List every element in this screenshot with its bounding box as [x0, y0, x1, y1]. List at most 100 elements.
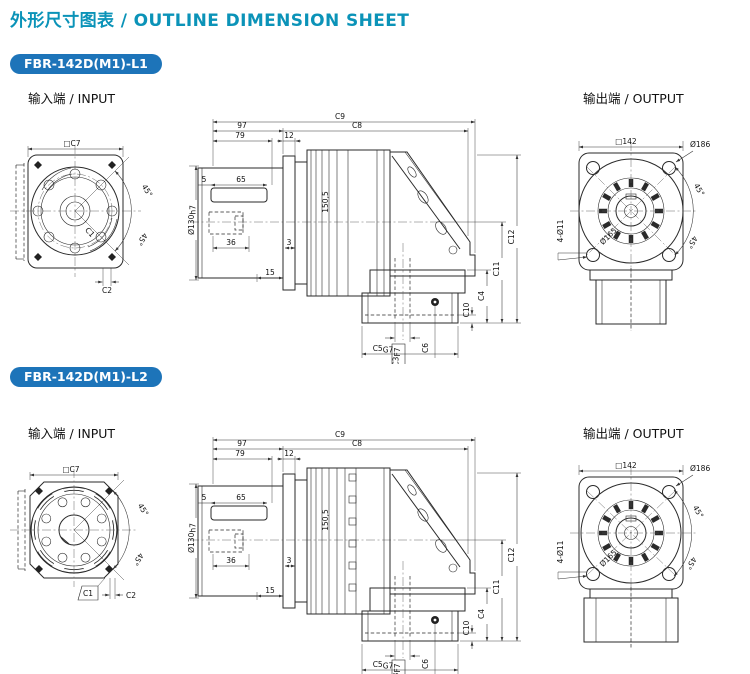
dim-label-angle-top: 45°: [140, 183, 155, 199]
dim-label-angle-top: 45°: [691, 504, 706, 520]
dim-label-15: 15: [265, 268, 275, 277]
dim-label-body-height: 150,5: [321, 509, 330, 531]
dimension-97-c8: 97 C8: [212, 439, 469, 554]
output-flange: [361, 243, 466, 340]
dim-label-142: □142: [615, 137, 637, 146]
dim-label-angle-bottom: 45°: [685, 234, 700, 250]
dim-label-angle-bottom: 45°: [131, 551, 146, 567]
dimension-c9: C9: [212, 112, 476, 253]
coupling-hidden-lines: [15, 163, 25, 261]
dim-label-angle-top: 45°: [136, 502, 151, 518]
side-view-drawing-l1: 150,5 C9 97 C8 79 12: [187, 112, 521, 364]
svg-text:Ø130h7: Ø130h7: [187, 205, 198, 235]
dim-label-angle-top: 45°: [692, 182, 707, 198]
output-view-drawing-l2: □142 Ø186 45° 45° 4-Ø11 Ø165: [556, 461, 710, 649]
dimension-79-12: 79 12: [212, 449, 301, 503]
dim-label-c7: □C7: [63, 139, 80, 148]
stage-bolts: [348, 468, 385, 614]
dim-label-c12: C12: [507, 229, 516, 244]
dim-label-c7: □C7: [62, 465, 79, 474]
dimension-square-142: □142: [578, 137, 684, 151]
page-title: 外形尺寸图表 / OUTLINE DIMENSION SHEET: [10, 11, 410, 31]
input-shaft-block: [197, 485, 284, 597]
model-badge-label: FBR-142D(M1)-L2: [10, 367, 162, 387]
dimension-5-65: 5 65: [198, 493, 268, 505]
centerlines: [10, 145, 141, 277]
svg-text:C5G7: C5G7: [373, 344, 394, 355]
dimension-c10: C10: [457, 620, 476, 649]
motor-flange-plate: [282, 473, 308, 609]
screws: [41, 497, 107, 563]
corner-clamps: [34, 161, 116, 261]
dim-label-36: 36: [226, 556, 236, 565]
dim-label-c4: C4: [477, 609, 486, 619]
right-angle-head: [390, 469, 476, 595]
dim-label-97: 97: [237, 121, 247, 130]
side-view-drawing-l2: 150,5 C9 97 C8 79 12: [187, 430, 521, 674]
dim-label-c1: C1: [83, 226, 97, 240]
dim-label-c12: C12: [507, 547, 516, 562]
dimension-c9: C9: [212, 430, 476, 571]
dim-label-c11: C11: [492, 579, 501, 594]
dim-label-c1: C1: [83, 589, 93, 598]
input-shaft-block: [197, 167, 284, 279]
output-view-title-l1: 输出端 / OUTPUT: [583, 91, 684, 106]
dimension-79-12: 79 12: [212, 131, 301, 185]
output-view-title-l2: 输出端 / OUTPUT: [583, 426, 684, 441]
gearbox-body: [306, 149, 391, 297]
svg-text:C5G7: C5G7: [373, 660, 394, 671]
dimension-holes: 4-Ø11: [556, 219, 588, 261]
dim-label-angle-bottom: 45°: [135, 231, 150, 247]
dim-label-c2: C2: [126, 591, 136, 600]
dimension-c12: C12: [460, 472, 521, 642]
dim-label-c8: C8: [352, 121, 362, 130]
dimension-c6: C6: [421, 624, 436, 674]
dimension-36-3: 36 3: [212, 236, 296, 252]
dimension-c3: C3F7: [385, 640, 420, 674]
dim-label-65: 65: [236, 493, 246, 502]
dim-label-4xd11: 4-Ø11: [556, 540, 565, 563]
dim-label-c6: C6: [421, 343, 430, 353]
dim-label-97: 97: [237, 439, 247, 448]
dim-label-c8: C8: [352, 439, 362, 448]
dim-label-c9: C9: [335, 430, 345, 439]
dim-label-body-height: 150,5: [321, 191, 330, 213]
dim-label-5: 5: [202, 493, 207, 502]
dimension-c4: C4: [467, 269, 491, 324]
dim-label-15: 15: [265, 586, 275, 595]
dimension-square-c7: □C7: [29, 465, 119, 480]
dim-label-angle-bottom: 45°: [684, 555, 699, 571]
dim-label-186: Ø186: [690, 140, 710, 149]
dimension-flange-dia: Ø186: [675, 140, 710, 163]
dimension-c6: C6: [421, 306, 436, 358]
dimension-square-142: □142: [578, 461, 684, 475]
housing-below: [583, 587, 679, 649]
dim-label-12: 12: [284, 131, 294, 140]
dim-label-c6: C6: [421, 659, 430, 669]
dim-label-65: 65: [236, 175, 246, 184]
motor-flange-plate: [282, 155, 308, 291]
dimension-c11: C11: [440, 221, 506, 324]
gearbox-body: [306, 467, 391, 615]
output-flange: [361, 561, 466, 658]
input-view-title-l1: 输入端 / INPUT: [28, 91, 116, 106]
dimension-97-c8: 97 C8: [212, 121, 469, 236]
coupling-hidden-lines: [17, 489, 26, 571]
dim-label-c2: C2: [102, 286, 112, 295]
dim-label-3: 3: [287, 238, 292, 247]
output-view-drawing-l1: □142 Ø186 45° 45° 4-Ø11 Ø165: [556, 137, 710, 331]
dimension-c5: C5G7: [361, 644, 459, 674]
dim-label-79: 79: [235, 131, 245, 140]
model-badge-l2: FBR-142D(M1)-L2: [10, 366, 162, 387]
centerlines: [10, 469, 138, 587]
dimension-c4: C4: [467, 587, 491, 642]
dimension-square-c7: □C7: [27, 139, 124, 157]
dim-label-c4: C4: [477, 291, 486, 301]
dimension-c5: C5G7: [361, 326, 459, 358]
model-badge-label: FBR-142D(M1)-L1: [10, 54, 162, 74]
dimension-c2: C2: [95, 268, 119, 295]
dimension-c2: C2: [102, 578, 136, 600]
dimension-5-65: 5 65: [198, 175, 268, 187]
dimension-36-3: 36 3: [212, 554, 296, 570]
dimension-holes: 4-Ø11: [556, 540, 588, 580]
